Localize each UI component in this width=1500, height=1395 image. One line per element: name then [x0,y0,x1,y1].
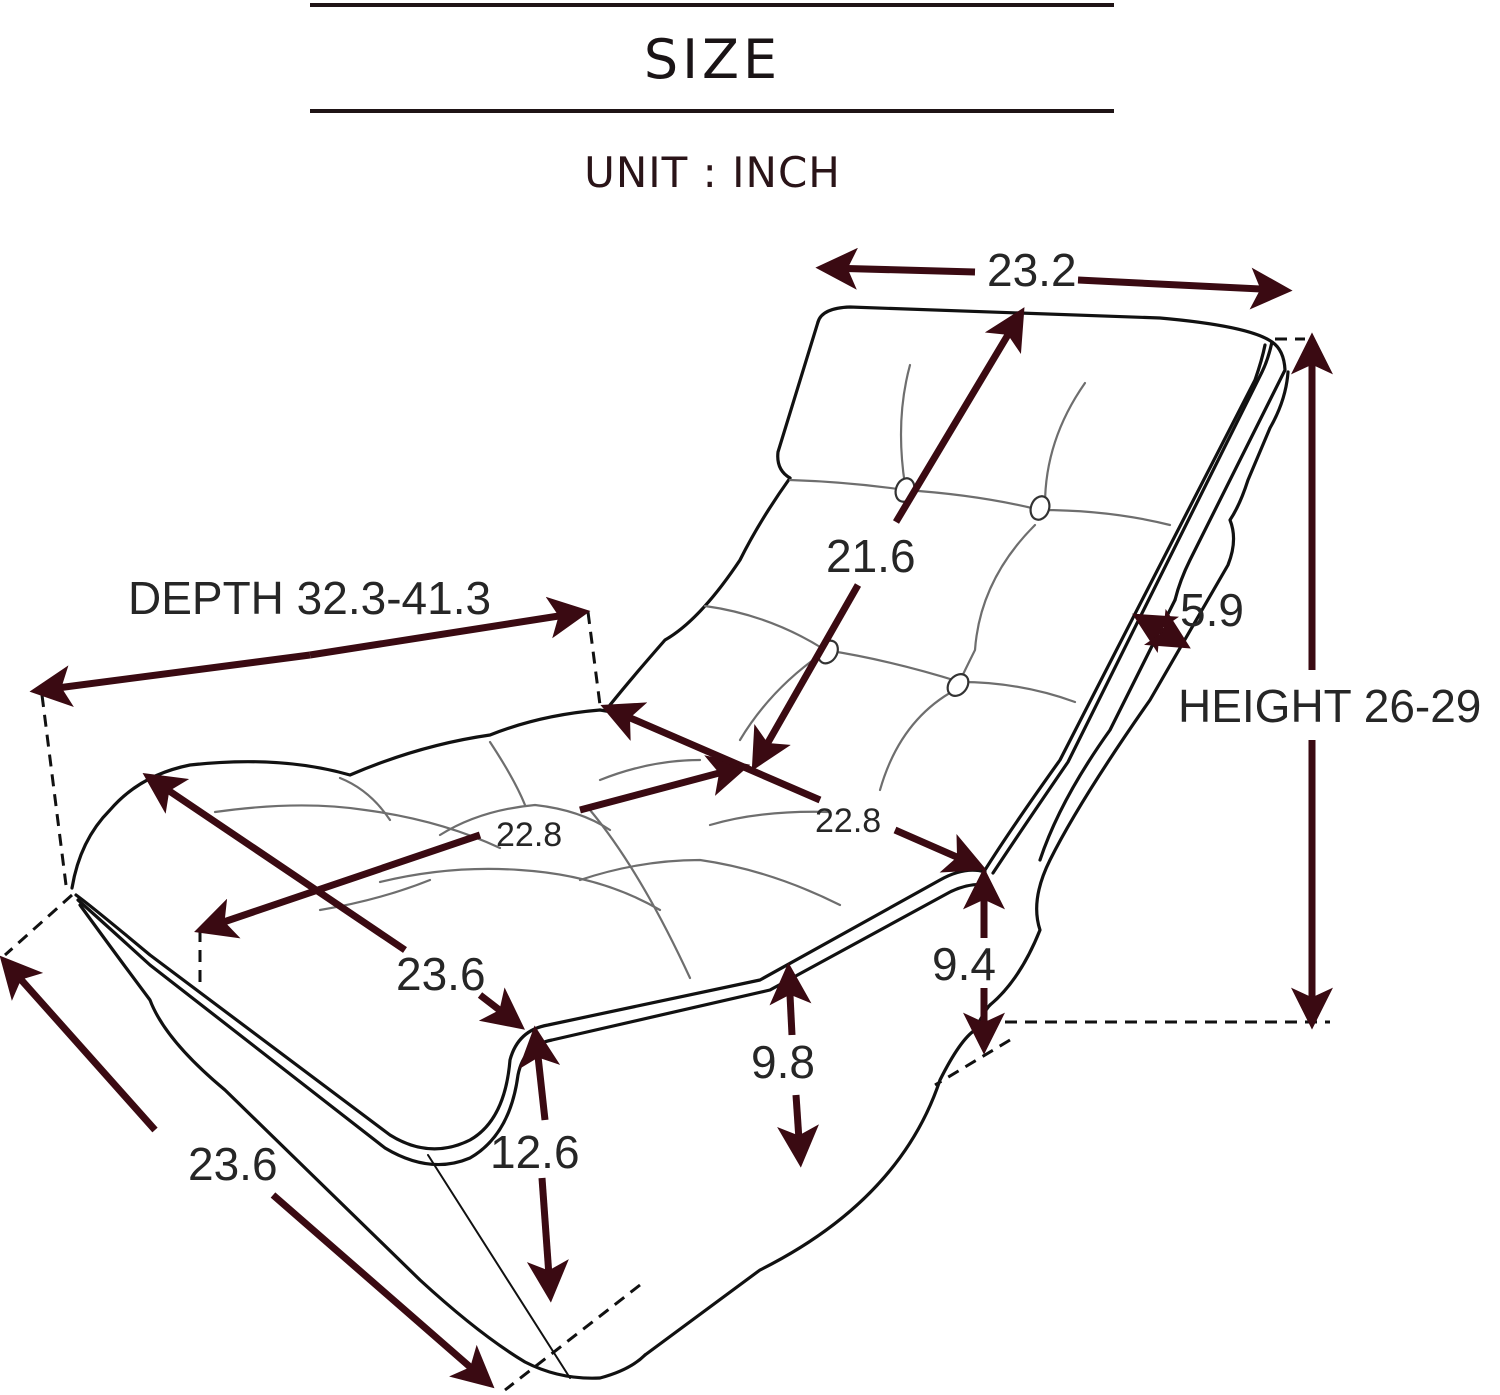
tufting-seams [213,363,1172,980]
extension-lines [3,337,1330,1392]
seat-width-label: 22.8 [496,816,562,854]
depth-label: DEPTH 32.3-41.3 [128,572,491,624]
seat-length-label: 23.6 [396,948,486,1000]
top-divider [310,3,1114,7]
side-height-label: 9.8 [751,1036,815,1088]
tuft-button [946,673,970,697]
size-title: SIZE [643,28,782,91]
unit-label: UNIT : INCH [584,148,841,197]
backrest-thickness-label: 5.9 [1180,584,1244,636]
bottom-divider [310,109,1114,113]
tuft-button [1029,495,1051,521]
seat-side-length-label: 22.8 [815,802,881,840]
height-label: HEIGHT 26-29 [1178,680,1481,732]
dimension-arrows [0,247,1333,1389]
backrest-width-label: 23.2 [987,244,1077,296]
rear-height-label: 9.4 [932,938,996,990]
dimension-labels: 23.2 21.6 5.9 HEIGHT 26-29 DEPTH 32.3-41… [128,244,1481,1190]
base-length-label: 23.6 [188,1138,278,1190]
backrest-length-label: 21.6 [826,530,916,582]
chair-outline [70,305,1290,1380]
front-height-label: 12.6 [490,1126,580,1178]
